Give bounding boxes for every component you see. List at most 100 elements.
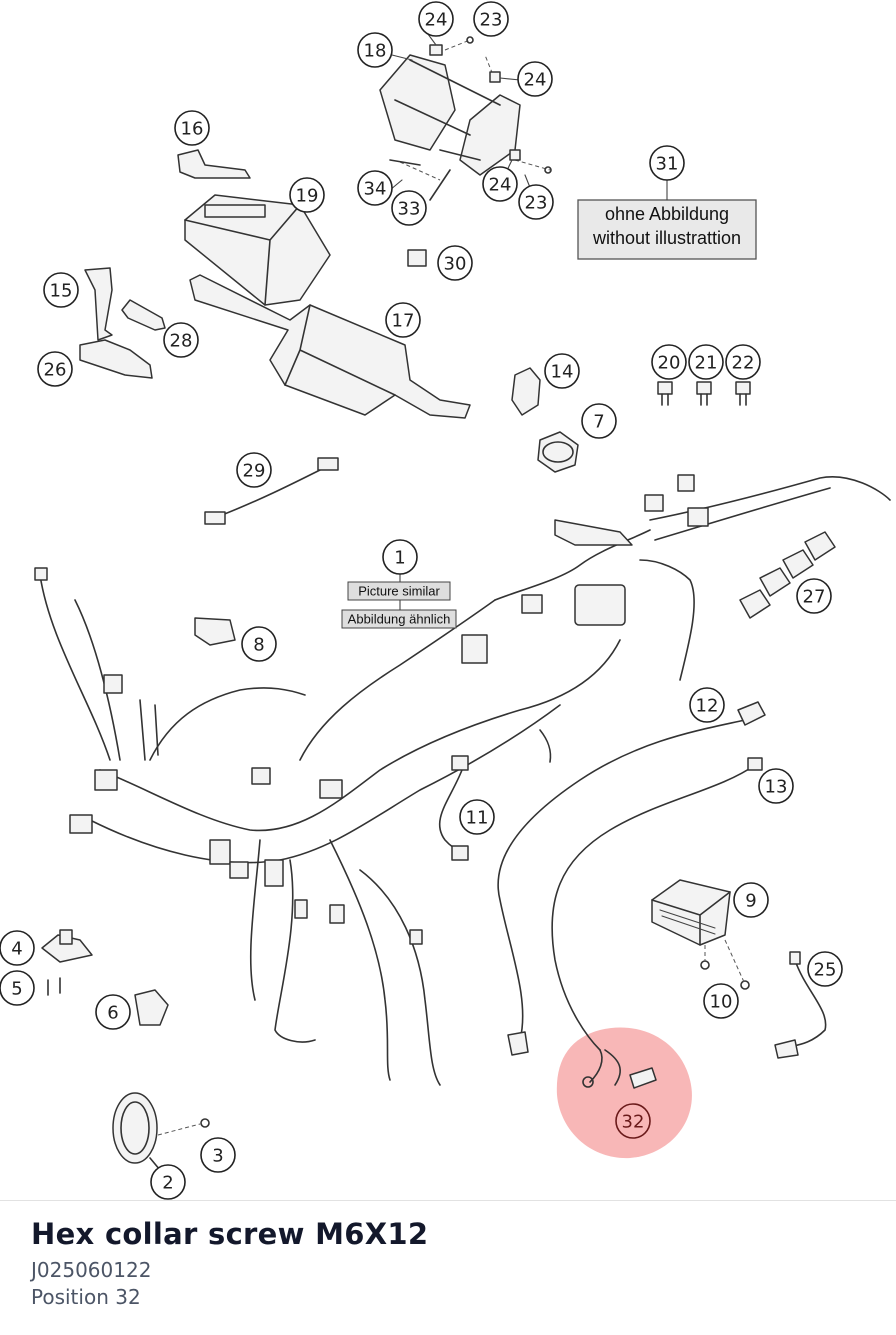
cable-29-art (204, 457, 339, 525)
callout-24[interactable]: 24 (482, 166, 518, 202)
callout-label: 13 (765, 777, 788, 798)
callout-24[interactable]: 24 (418, 1, 454, 37)
callout-7[interactable]: 7 (581, 403, 617, 439)
callout-label: 25 (814, 960, 837, 981)
callout-25[interactable]: 25 (807, 951, 843, 987)
small-brackets-art (79, 267, 166, 379)
callout-label: 21 (695, 353, 718, 374)
callout-label: 28 (170, 331, 193, 352)
note-31-line1: ohne Abbildung (605, 204, 729, 224)
callout-3[interactable]: 3 (200, 1137, 236, 1173)
callout-13[interactable]: 13 (758, 768, 794, 804)
callout-label: 34 (364, 179, 387, 200)
callout-15[interactable]: 15 (43, 272, 79, 308)
callout-label: 16 (181, 119, 204, 140)
callout-label: 14 (551, 362, 574, 383)
battery-tray-art (189, 274, 471, 419)
callout-label: 29 (243, 461, 266, 482)
callout-12[interactable]: 12 (689, 687, 725, 723)
callout-label: 24 (524, 70, 547, 91)
callout-27[interactable]: 27 (796, 578, 832, 614)
callout-9[interactable]: 9 (733, 882, 769, 918)
battery-art (184, 194, 331, 306)
bulb-and-socket-art (511, 367, 579, 473)
callout-23[interactable]: 23 (518, 184, 554, 220)
note-picture-similar: Picture similar (347, 581, 451, 601)
callout-8[interactable]: 8 (241, 626, 277, 662)
fuses-art (657, 381, 751, 406)
cable-11-art (438, 755, 469, 861)
callout-label: 8 (253, 635, 264, 656)
selected-part-highlight (556, 1027, 692, 1159)
callout-31[interactable]: 31 (649, 145, 685, 181)
ground-cable-32-art (582, 1049, 657, 1089)
callout-label: 18 (364, 41, 387, 62)
callout-20[interactable]: 20 (651, 344, 687, 380)
callout-label: 7 (593, 412, 604, 433)
callout-label: 31 (656, 154, 679, 175)
callout-10[interactable]: 10 (703, 983, 739, 1019)
part-number: J025060122 (31, 1258, 152, 1282)
relays-27-art (739, 531, 836, 619)
note-1-line1: Picture similar (358, 584, 440, 599)
callout-label: 32 (622, 1112, 645, 1133)
callout-22[interactable]: 22 (725, 344, 761, 380)
callout-24[interactable]: 24 (517, 61, 553, 97)
relay-bracket-art (379, 36, 552, 201)
callout-label: 11 (466, 808, 489, 829)
note-31-line2: without illustrattion (592, 228, 741, 248)
callout-label: 3 (212, 1146, 223, 1167)
regulator-art (651, 879, 750, 990)
relay-8-art (194, 617, 236, 646)
callout-label: 1 (394, 548, 405, 569)
callout-label: 15 (50, 281, 73, 302)
note-1-line2: Abbildung ähnlich (348, 612, 451, 627)
part-name: Hex collar screw M6X12 (31, 1217, 429, 1251)
callout-label: 12 (696, 696, 719, 717)
callout-4[interactable]: 4 (0, 930, 35, 966)
callout-16[interactable]: 16 (174, 110, 210, 146)
callout-23[interactable]: 23 (473, 1, 509, 37)
callout-2[interactable]: 2 (150, 1164, 186, 1200)
callout-30[interactable]: 30 (437, 245, 473, 281)
callout-label: 26 (44, 360, 67, 381)
callout-32[interactable]: 32 (615, 1103, 651, 1139)
holder-16-art (177, 149, 251, 179)
callout-26[interactable]: 26 (37, 351, 73, 387)
callout-label: 33 (398, 199, 421, 220)
callout-17[interactable]: 17 (385, 302, 421, 338)
note-abbildung-aehnlich: Abbildung ähnlich (341, 609, 457, 629)
callout-5[interactable]: 5 (0, 970, 35, 1006)
horn-art (112, 1092, 210, 1171)
callout-14[interactable]: 14 (544, 353, 580, 389)
callout-18[interactable]: 18 (357, 32, 393, 68)
main-wiring-harness-art (34, 474, 891, 1086)
diagram-canvas: ohne Abbildung without illustrattion Pic… (0, 1, 891, 1200)
callout-34[interactable]: 34 (357, 170, 393, 206)
callout-label: 22 (732, 353, 755, 374)
cable-25-art (774, 951, 827, 1059)
callout-label: 2 (162, 1173, 173, 1194)
callout-label: 30 (444, 254, 467, 275)
part-detail-panel: Hex collar screw M6X12 J025060122 Positi… (0, 1200, 896, 1335)
callout-19[interactable]: 19 (289, 177, 325, 213)
callout-6[interactable]: 6 (95, 994, 131, 1030)
callout-28[interactable]: 28 (163, 322, 199, 358)
callout-label: 23 (480, 10, 503, 31)
relay-30-art (407, 249, 427, 267)
callout-label: 4 (11, 939, 22, 960)
part-position: Position 32 (31, 1285, 141, 1309)
callout-1[interactable]: 1 (382, 539, 418, 575)
callout-label: 24 (489, 175, 512, 196)
callout-label: 6 (107, 1003, 118, 1024)
callout-33[interactable]: 33 (391, 190, 427, 226)
cable-13-art (551, 757, 763, 1051)
callout-label: 24 (425, 10, 448, 31)
callout-label: 20 (658, 353, 681, 374)
callout-29[interactable]: 29 (236, 452, 272, 488)
callout-21[interactable]: 21 (688, 344, 724, 380)
callout-label: 27 (803, 587, 826, 608)
cable-12-art (497, 701, 766, 1056)
callout-11[interactable]: 11 (459, 799, 495, 835)
